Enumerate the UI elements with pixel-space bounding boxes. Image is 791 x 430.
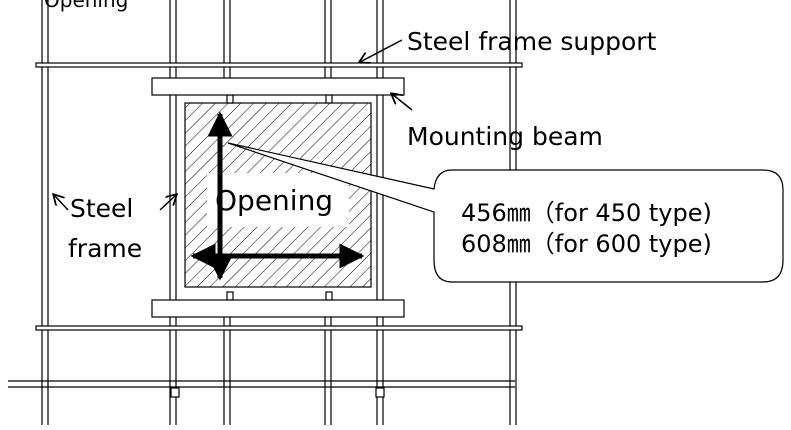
mounting-beam-pointer — [392, 94, 413, 111]
steel-frame-support-pointer — [360, 39, 403, 62]
pointer-arrows — [54, 39, 413, 211]
steel-frame-right-pointer — [159, 195, 176, 211]
callout-bubble — [227, 142, 784, 283]
steel-frame-left-pointer — [54, 195, 69, 211]
steel-frame-label-line1: Steel — [70, 194, 133, 223]
mounting-beam-top — [151, 77, 405, 96]
mounting-beam-bottom — [151, 299, 405, 318]
callout-size-450: 456㎜（for 450 type) — [461, 199, 712, 227]
opening-label: Opening — [215, 184, 333, 217]
steel-frame-support-label: Steel frame support — [407, 27, 657, 56]
steel-frame-verticals — [41, 0, 517, 425]
dimension-arrows — [190, 111, 365, 281]
steel-frame-label-line2: frame — [68, 234, 142, 263]
steel-frame-support-bars — [8, 62, 523, 388]
mounting-beam-label: Mounting beam — [407, 122, 603, 151]
callout-size-600: 608㎜（for 600 type) — [461, 230, 712, 258]
top-partial-label: Opening — [44, 0, 128, 12]
